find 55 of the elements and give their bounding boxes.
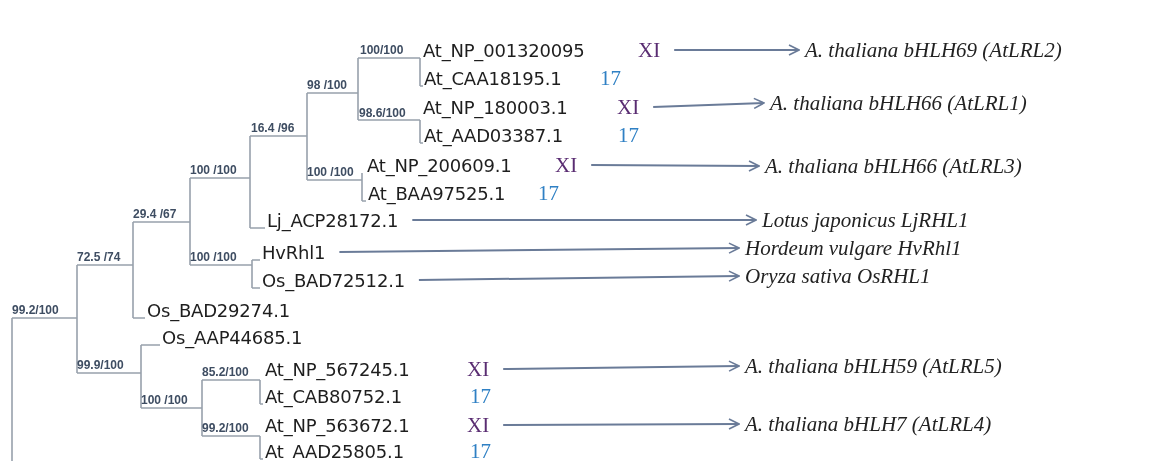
sequence-label: At_AAD25805.1 — [265, 440, 404, 461]
clade-label: 17 — [600, 65, 621, 91]
arrow — [590, 160, 760, 172]
arrow — [417, 270, 740, 282]
bootstrap-value: 98 /100 — [307, 79, 348, 91]
arrow — [652, 97, 765, 110]
bootstrap-value: 72.5 /74 — [77, 251, 121, 263]
sequence-label: HvRhl1 — [262, 241, 326, 263]
bootstrap-value: 29.4 /67 — [133, 208, 177, 220]
arrow — [411, 214, 757, 226]
gene-name-label: A. thaliana bHLH69 (AtLRL2) — [805, 37, 1062, 63]
bootstrap-value: 99.2/100 — [202, 422, 249, 434]
clade-label: XI — [467, 356, 490, 382]
sequence-label: Os_AAP44685.1 — [162, 326, 303, 348]
bootstrap-value: 100 /100 — [190, 164, 237, 176]
sequence-label: At_CAB80752.1 — [265, 385, 403, 407]
gene-name-label: A. thaliana bHLH66 (AtLRL3) — [765, 153, 1022, 179]
gene-name-label: Lotus japonicus LjRHL1 — [762, 207, 969, 233]
sequence-label: At_NP_200609.1 — [367, 154, 512, 176]
bootstrap-value: 100 /100 — [190, 251, 237, 263]
bootstrap-value: 100 /100 — [141, 394, 188, 406]
arrow — [502, 360, 740, 372]
sequence-label: At_CAA18195.1 — [424, 67, 562, 89]
bootstrap-value: 100 /100 — [307, 166, 354, 178]
arrow — [673, 44, 800, 56]
gene-name-label: A. thaliana bHLH7 (AtLRL4) — [745, 411, 992, 437]
gene-name-label: Hordeum vulgare HvRhl1 — [745, 235, 962, 261]
sequence-label: At_NP_001320095 — [423, 39, 585, 61]
clade-label: 17 — [470, 383, 491, 409]
sequence-label: Os_BAD29274.1 — [147, 299, 290, 321]
clade-label: XI — [555, 152, 578, 178]
bootstrap-value: 100/100 — [360, 44, 404, 56]
sequence-label: At_NP_567245.1 — [265, 358, 410, 380]
bootstrap-value: 99.2/100 — [12, 304, 59, 316]
clade-label: XI — [617, 94, 640, 120]
bootstrap-value: 98.6/100 — [359, 107, 406, 119]
clade-label: 17 — [470, 438, 491, 461]
sequence-label: Lj_ACP28172.1 — [267, 209, 399, 231]
bootstrap-value: 85.2/100 — [202, 366, 249, 378]
sequence-label: Os_BAD72512.1 — [262, 269, 405, 291]
clade-label: 17 — [538, 180, 559, 206]
sequence-label: At_NP_180003.1 — [423, 96, 568, 118]
clade-label: XI — [638, 37, 661, 63]
arrow — [338, 242, 740, 254]
sequence-label: At_AAD03387.1 — [424, 124, 563, 146]
sequence-label: At_NP_563672.1 — [265, 414, 410, 436]
gene-name-label: A. thaliana bHLH59 (AtLRL5) — [745, 353, 1002, 379]
clade-label: XI — [467, 412, 490, 438]
sequence-label: At_BAA97525.1 — [368, 182, 506, 204]
bootstrap-value: 16.4 /96 — [251, 122, 295, 134]
gene-name-label: A. thaliana bHLH66 (AtLRL1) — [770, 90, 1027, 116]
arrow — [502, 418, 740, 430]
bootstrap-value: 99.9/100 — [77, 359, 124, 371]
gene-name-label: Oryza sativa OsRHL1 — [745, 263, 931, 289]
clade-label: 17 — [618, 122, 639, 148]
